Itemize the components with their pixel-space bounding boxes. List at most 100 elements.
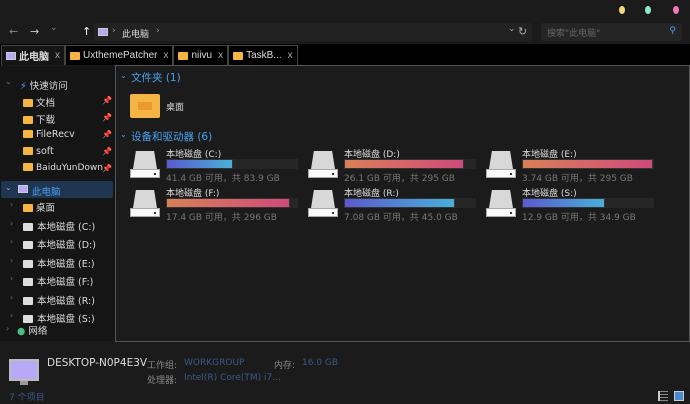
large-icons-view-icon[interactable]	[674, 391, 684, 401]
drive-tile[interactable]: 本地磁盘 (E:) 3.74 GB 可用，共 295 GB	[486, 147, 661, 185]
sidebar-item-baiduyundown[interactable]: BaiduYunDown	[23, 163, 103, 180]
sidebar-item-drive[interactable]: 本地磁盘 (C:)	[23, 219, 95, 236]
folder-icon	[233, 51, 244, 60]
drive-tile[interactable]: 本地磁盘 (R:) 7.08 GB 可用，共 45.0 GB	[308, 186, 483, 224]
sidebar-label: 本地磁盘 (R:)	[37, 295, 95, 307]
history-chevron-icon[interactable]: ⌄	[50, 23, 58, 33]
drive-usage-bar	[166, 198, 298, 208]
refresh-icon[interactable]: ↻	[518, 25, 528, 38]
hard-drive-icon	[486, 151, 516, 179]
tab-label: niivu	[191, 50, 213, 61]
hard-drive-icon	[308, 151, 338, 179]
sidebar-item-drive[interactable]: 本地磁盘 (F:)	[23, 274, 93, 291]
memory-label: 内存:	[274, 361, 296, 371]
forward-button[interactable]: →	[30, 25, 40, 38]
sidebar-item-drive[interactable]: 本地磁盘 (E:)	[23, 256, 95, 273]
lightning-icon: ⚡	[20, 81, 27, 92]
sidebar: ⌄ ⚡ 快速访问 文档 下载 FileRecv soft BaiduYunDow…	[0, 66, 115, 341]
window-dot-pink[interactable]	[673, 6, 679, 14]
chevron-right-icon[interactable]: ›	[10, 218, 14, 228]
drive-tile[interactable]: 本地磁盘 (F:) 17.4 GB 可用，共 296 GB	[130, 186, 305, 224]
folder-icon	[23, 163, 33, 171]
sidebar-item-documents[interactable]: 文档	[23, 95, 55, 112]
drive-tile[interactable]: 本地磁盘 (C:) 41.4 GB 可用，共 83.9 GB	[130, 147, 305, 185]
sidebar-item-downloads[interactable]: 下载	[23, 112, 55, 129]
up-button[interactable]: ↑	[82, 25, 92, 38]
chevron-down-icon[interactable]: ⌄	[5, 183, 12, 192]
sidebar-item-drive[interactable]: 本地磁盘 (R:)	[23, 293, 95, 310]
address-bar[interactable]: › 此电脑 › ⌄ ↻	[94, 23, 532, 41]
back-button[interactable]: ←	[9, 25, 19, 38]
sidebar-item-network[interactable]: ● 网络	[17, 323, 47, 340]
chevron-right-icon[interactable]: ›	[10, 274, 14, 283]
sidebar-item-soft[interactable]: soft	[23, 146, 54, 163]
sidebar-label: 文档	[36, 98, 56, 109]
sidebar-item-filerecv[interactable]: FileRecv	[23, 129, 75, 146]
chevron-right-icon[interactable]: ›	[10, 311, 14, 320]
search-input[interactable]: 搜索"此电脑" ⚲	[541, 23, 682, 41]
details-pane: DESKTOP-N0P4E3V 工作组: WORKGROUP 内存: 16.0 …	[0, 345, 690, 388]
folder-desktop[interactable]: 桌面	[130, 92, 210, 122]
search-icon[interactable]: ⚲	[669, 26, 676, 36]
sidebar-label: 本地磁盘 (C:)	[37, 221, 96, 233]
details-view-icon[interactable]	[658, 391, 668, 401]
hard-drive-icon	[308, 190, 338, 218]
cpu-value: Intel(R) Core(TM) i7...	[184, 373, 281, 383]
drive-free-space: 17.4 GB 可用，共 296 GB	[166, 213, 277, 223]
sidebar-item-drive[interactable]: 本地磁盘 (S:)	[23, 311, 95, 328]
pin-icon[interactable]: 📌	[102, 96, 112, 105]
chevron-down-icon[interactable]: ⌄	[120, 71, 127, 80]
sidebar-item-this-pc[interactable]: ⌄ 此电脑	[1, 181, 113, 198]
drive-tile[interactable]: 本地磁盘 (D:) 26.1 GB 可用，共 295 GB	[308, 147, 483, 185]
drive-icon	[23, 222, 33, 231]
window-dot-green[interactable]	[645, 6, 651, 14]
folder-icon	[70, 51, 80, 60]
chevron-down-icon[interactable]: ⌄	[120, 130, 127, 139]
drives-section-header[interactable]: 设备和驱动器 (6)	[131, 131, 213, 143]
tab-taskb[interactable]: TaskB... x	[228, 45, 298, 65]
content-pane: ⌄ 文件夹 (1) 桌面 ⌄ 设备和驱动器 (6) 本地磁盘 (C:) 41.4…	[115, 65, 690, 342]
close-icon[interactable]: x	[163, 50, 169, 61]
tab-label: 此电脑	[19, 52, 49, 63]
breadcrumb-this-pc[interactable]: 此电脑	[122, 30, 150, 40]
status-bar: 7 个项目	[0, 388, 690, 404]
pin-icon[interactable]: 📌	[102, 113, 112, 122]
pin-icon[interactable]: 📌	[102, 164, 112, 173]
chevron-right-icon[interactable]: ›	[10, 292, 14, 302]
computer-icon	[6, 51, 16, 60]
pin-icon[interactable]: 📌	[102, 130, 112, 139]
folder-icon	[23, 99, 33, 107]
chevron-right-icon[interactable]: ›	[10, 200, 14, 209]
computer-icon	[9, 359, 39, 381]
close-icon[interactable]: x	[287, 50, 293, 61]
chevron-right-icon[interactable]: ›	[6, 324, 10, 333]
folder-label: 桌面	[166, 103, 185, 113]
window-dot-yellow[interactable]	[619, 6, 625, 14]
computer-icon	[98, 28, 108, 36]
tab-this-pc[interactable]: 此电脑 x	[1, 45, 65, 65]
chevron-right-icon[interactable]: ›	[10, 255, 14, 265]
chevron-down-icon[interactable]: ⌄	[5, 77, 12, 86]
sidebar-label: 本地磁盘 (S:)	[37, 314, 95, 325]
drive-usage-bar	[522, 198, 654, 208]
address-dropdown-icon[interactable]: ⌄	[508, 24, 516, 34]
folders-section-header[interactable]: 文件夹 (1)	[131, 72, 181, 84]
computer-name: DESKTOP-N0P4E3V	[47, 357, 148, 369]
drive-usage-bar	[344, 159, 476, 169]
drive-tile[interactable]: 本地磁盘 (S:) 12.9 GB 可用，共 34.9 GB	[486, 186, 661, 224]
drive-name: 本地磁盘 (S:)	[522, 189, 577, 199]
tab-label: TaskB...	[246, 50, 282, 61]
close-icon[interactable]: x	[55, 50, 60, 61]
sidebar-label: 本地磁盘 (E:)	[37, 258, 95, 270]
hard-drive-icon	[130, 151, 160, 179]
sidebar-item-drive[interactable]: 本地磁盘 (D:)	[23, 237, 96, 254]
close-icon[interactable]: x	[218, 50, 224, 61]
sidebar-quick-access[interactable]: ⚡ 快速访问	[20, 78, 68, 95]
drive-usage-bar	[166, 159, 298, 169]
pin-icon[interactable]: 📌	[102, 147, 112, 156]
folder-icon	[23, 130, 33, 138]
chevron-right-icon[interactable]: ›	[10, 237, 14, 246]
sidebar-item-desktop[interactable]: 桌面	[23, 200, 55, 217]
